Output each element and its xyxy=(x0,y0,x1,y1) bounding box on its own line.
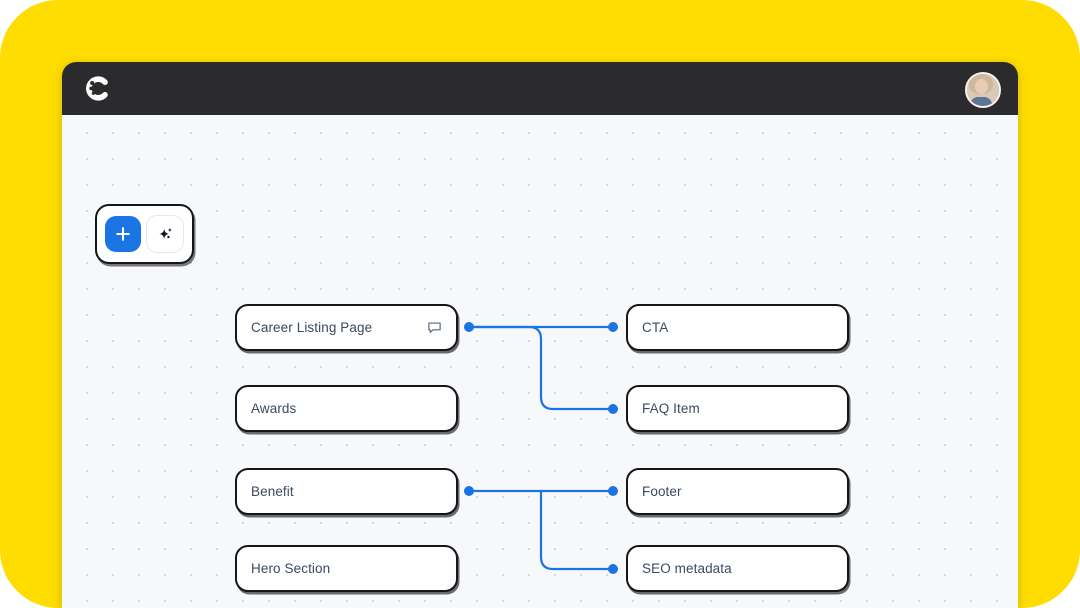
app-logo-c-svg xyxy=(86,76,108,101)
avatar-image xyxy=(967,74,999,106)
node-label: FAQ Item xyxy=(642,401,700,416)
node-faq-item[interactable]: FAQ Item xyxy=(626,385,849,432)
connector-layer xyxy=(464,322,618,574)
port-in-seo-metadata[interactable] xyxy=(608,564,618,574)
node-benefit[interactable]: Benefit xyxy=(235,468,458,515)
app-window: Career Listing Page Awards Benefit Hero … xyxy=(62,62,1018,608)
node-cta[interactable]: CTA xyxy=(626,304,849,351)
node-awards[interactable]: Awards xyxy=(235,385,458,432)
connector-edges xyxy=(469,325,613,571)
ai-generate-button[interactable] xyxy=(146,215,184,253)
port-in-faq-item[interactable] xyxy=(608,404,618,414)
plus-icon xyxy=(116,227,130,241)
edge-career-listing-page-to-faq-item xyxy=(469,325,613,411)
port-out-career-listing-page[interactable] xyxy=(464,322,474,332)
edge-benefit-to-seo-metadata xyxy=(539,491,613,571)
node-label: CTA xyxy=(642,320,669,335)
node-footer[interactable]: Footer xyxy=(626,468,849,515)
avatar-body xyxy=(970,97,992,106)
sparkle-icon xyxy=(158,227,172,239)
node-label: Benefit xyxy=(251,484,294,499)
avatar-face xyxy=(975,79,988,94)
add-node-button[interactable] xyxy=(105,216,141,252)
app-logo-c-icon[interactable] xyxy=(83,74,112,103)
node-label: Career Listing Page xyxy=(251,320,373,335)
node-label: Awards xyxy=(251,401,297,416)
port-out-benefit[interactable] xyxy=(464,486,474,496)
user-avatar[interactable] xyxy=(965,72,1001,108)
port-in-footer[interactable] xyxy=(608,486,618,496)
app-header-bar xyxy=(62,62,1018,115)
connector-endpoints xyxy=(464,322,618,574)
comment-icon[interactable] xyxy=(427,320,442,335)
node-hero-section[interactable]: Hero Section xyxy=(235,545,458,592)
node-label: SEO metadata xyxy=(642,561,732,576)
node-seo-metadata[interactable]: SEO metadata xyxy=(626,545,849,592)
node-label: Hero Section xyxy=(251,561,331,576)
flow-canvas[interactable]: Career Listing Page Awards Benefit Hero … xyxy=(62,115,1018,608)
node-label: Footer xyxy=(642,484,682,499)
canvas-toolbar xyxy=(95,204,194,264)
port-in-cta[interactable] xyxy=(608,322,618,332)
node-career-listing-page[interactable]: Career Listing Page xyxy=(235,304,458,351)
